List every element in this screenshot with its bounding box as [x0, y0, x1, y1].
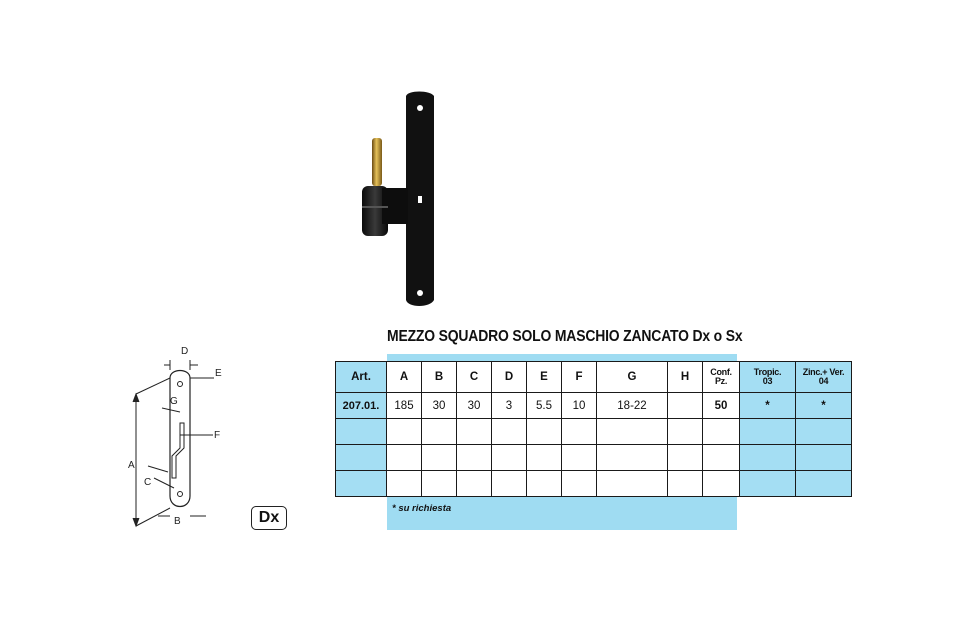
label-a: A: [128, 460, 135, 471]
product-title: MEZZO SQUADRO SOLO MASCHIO ZANCATO Dx o …: [387, 328, 743, 345]
cell-conf: 50: [702, 392, 740, 419]
header-c: C: [456, 361, 492, 393]
header-g: G: [596, 361, 668, 393]
header-h: H: [667, 361, 703, 393]
header-zinc-line1: Zinc.+ Ver.: [802, 367, 845, 377]
table-row: [335, 470, 852, 497]
cell-art: 207.01.: [335, 392, 387, 419]
header-f: F: [561, 361, 597, 393]
cell-e: 5.5: [526, 392, 562, 419]
cell-zinc: *: [795, 392, 852, 419]
header-tropic-line1: Tropic.: [753, 367, 782, 377]
footnote: * su richiesta: [392, 503, 452, 514]
cell-g: 18-22: [596, 392, 668, 419]
header-zinc-line2: 04: [818, 376, 829, 386]
label-g: G: [170, 396, 178, 407]
cell-c: 30: [456, 392, 492, 419]
header-e: E: [526, 361, 562, 393]
header-conf-line2: Pz.: [714, 376, 728, 386]
header-a: A: [386, 361, 422, 393]
cell-f: 10: [561, 392, 597, 419]
cell-d: 3: [491, 392, 527, 419]
header-art: Art.: [335, 361, 387, 393]
cell-b: 30: [421, 392, 457, 419]
label-b: B: [174, 516, 181, 527]
header-tropic: Tropic.03: [739, 361, 796, 393]
cell-tropic: *: [739, 392, 796, 419]
cell-h: [667, 392, 703, 419]
table-row: [335, 418, 852, 445]
label-f: F: [214, 430, 220, 441]
product-photo: [362, 91, 434, 306]
header-conf: Conf.Pz.: [702, 361, 740, 393]
label-c: C: [144, 477, 151, 488]
cell-a: 185: [386, 392, 422, 419]
header-conf-line1: Conf.: [710, 367, 732, 377]
table-row: 207.01. 185 30 30 3 5.5 10 18-22 50 * *: [335, 392, 852, 419]
header-d: D: [491, 361, 527, 393]
table-row: [335, 444, 852, 471]
header-tropic-line2: 03: [762, 376, 773, 386]
table-header-row: Art. A B C D E F G H Conf.Pz. Tropic.03 …: [335, 361, 852, 393]
spec-table: Art. A B C D E F G H Conf.Pz. Tropic.03 …: [335, 361, 852, 497]
label-d: D: [181, 346, 188, 357]
technical-diagram: D E G F A C B: [128, 346, 222, 528]
header-b: B: [421, 361, 457, 393]
dx-badge: Dx: [251, 506, 287, 530]
header-zinc: Zinc.+ Ver.04: [795, 361, 852, 393]
label-e: E: [215, 368, 222, 379]
